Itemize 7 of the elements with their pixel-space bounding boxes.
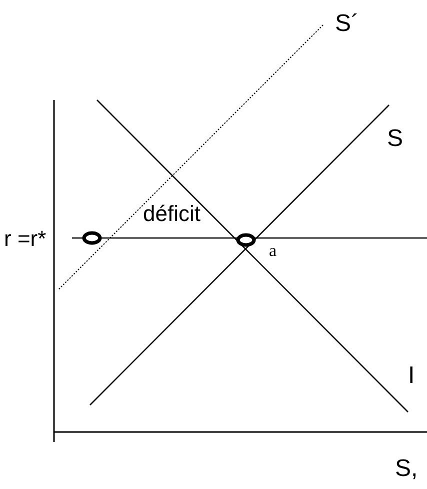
curve-label: S´ — [335, 12, 359, 36]
curve-label: I — [408, 364, 415, 388]
curve-label: S — [387, 127, 404, 151]
point-label: a — [269, 242, 277, 259]
area-label: déficit — [143, 203, 200, 225]
axis-label: S, — [395, 457, 418, 481]
axis-label: r =r* — [4, 228, 46, 250]
